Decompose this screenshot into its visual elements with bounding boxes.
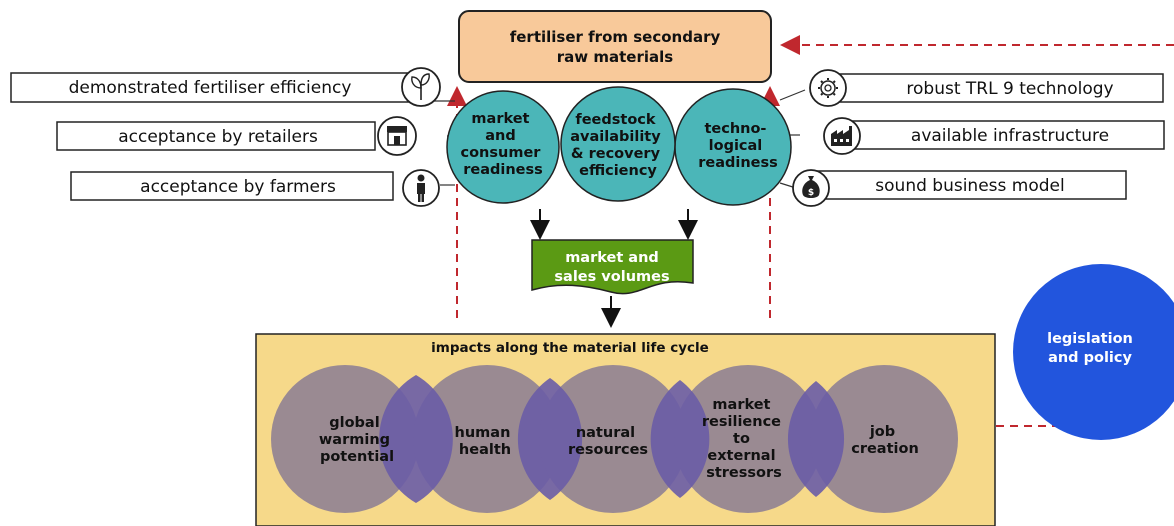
impact-human-health: human health [455,425,516,458]
readiness-text: market and consumer readiness [461,111,546,178]
readiness-text: feedstock availability & recovery effici… [570,112,665,179]
readiness-circle-market: market and consumer readiness [446,90,560,204]
lifecycle-panel: impacts along the material life cycle gl… [255,333,996,526]
left-factor-label: acceptance by retailers [118,127,318,147]
market-box-line1: market and [565,250,659,266]
market-box-line2: sales volumes [554,269,669,285]
left-factor-2: acceptance by retailers [56,121,376,151]
top-box-line1: fertiliser from secondary [510,28,721,46]
right-factor-label: robust TRL 9 technology [906,79,1113,99]
impact-market-resilience: market resilience to external stressors [702,397,786,481]
svg-text:$: $ [808,188,814,198]
right-factor-3: sound business model [813,170,1127,200]
readiness-circle-feedstock: feedstock availability & recovery effici… [560,86,676,202]
right-factor-2: available infrastructure [851,120,1165,150]
left-factor-label: acceptance by farmers [140,177,336,197]
right-factor-1: robust TRL 9 technology [816,73,1164,103]
right-factor-label: available infrastructure [911,126,1109,146]
policy-line1: legislation [1047,331,1133,347]
impact-job-creation: job creation [851,424,919,457]
readiness-text-technological: techno- logical readiness [698,121,778,171]
left-factor-3: acceptance by farmers [70,171,394,201]
flow-arrows [530,209,698,328]
policy-line2: and policy [1048,350,1132,366]
top-box-line2: raw materials [557,48,673,66]
store-icon [377,116,417,156]
plant-icon [401,67,441,107]
factory-icon [823,117,861,155]
left-factor-label: demonstrated fertiliser efficiency [69,78,352,98]
money-bag-icon: $ [792,169,830,207]
left-factor-1: demonstrated fertiliser efficiency [10,72,417,103]
legislation-policy-circle: legislation and policy [1013,264,1174,440]
impact-natural-resources: natural resources [568,425,648,458]
top-fertiliser-box: fertiliser from secondary raw materials [458,10,772,83]
gear-icon [809,69,847,107]
impact-circles [271,365,958,513]
farmer-icon [402,169,440,207]
right-factor-label: sound business model [875,176,1064,196]
market-sales-box: market and sales volumes [531,239,694,295]
impact-global-warming: global warming potential [319,415,395,465]
lifecycle-title: impacts along the material life cycle [431,340,709,356]
